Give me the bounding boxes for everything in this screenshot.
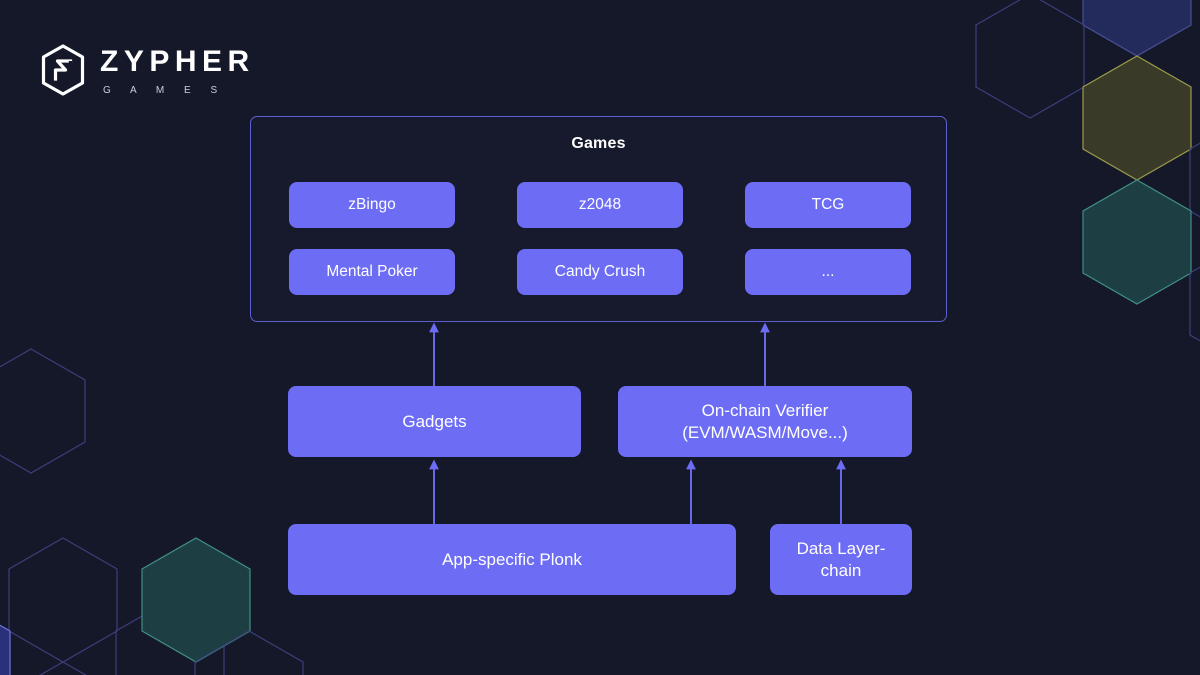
game-card-z2048[interactable]: z2048 xyxy=(517,182,683,228)
node-onchain-verifier[interactable]: On-chain Verifier (EVM/WASM/Move...) xyxy=(618,386,912,457)
game-card-tcg[interactable]: TCG xyxy=(745,182,911,228)
node-data-layer-chain[interactable]: Data Layer- chain xyxy=(770,524,912,595)
node-data-layer-chain-line1: Data Layer- xyxy=(796,538,886,558)
node-data-layer-chain-line2: chain xyxy=(820,560,862,580)
game-card-more[interactable]: ... xyxy=(745,249,911,295)
brand-subtitle: G A M E S xyxy=(103,84,226,96)
brand-title: ZYPHER xyxy=(100,44,255,78)
node-gadgets[interactable]: Gadgets xyxy=(288,386,581,457)
games-panel: Games zBingo z2048 TCG Mental Poker Cand… xyxy=(250,116,947,322)
node-onchain-verifier-line1: On-chain Verifier xyxy=(701,400,829,420)
game-card-zbingo[interactable]: zBingo xyxy=(289,182,455,228)
game-card-mental-poker[interactable]: Mental Poker xyxy=(289,249,455,295)
games-grid: zBingo z2048 TCG Mental Poker Candy Crus… xyxy=(289,182,911,295)
node-onchain-verifier-line2: (EVM/WASM/Move...) xyxy=(682,422,848,442)
game-card-candy-crush[interactable]: Candy Crush xyxy=(517,249,683,295)
node-app-specific-plonk[interactable]: App-specific Plonk xyxy=(288,524,736,595)
zypher-hex-logo-icon xyxy=(41,44,85,96)
games-panel-title: Games xyxy=(571,135,626,152)
brand-logo[interactable]: ZYPHER G A M E S xyxy=(40,44,255,96)
brand-wordmark: ZYPHER G A M E S xyxy=(100,45,255,96)
